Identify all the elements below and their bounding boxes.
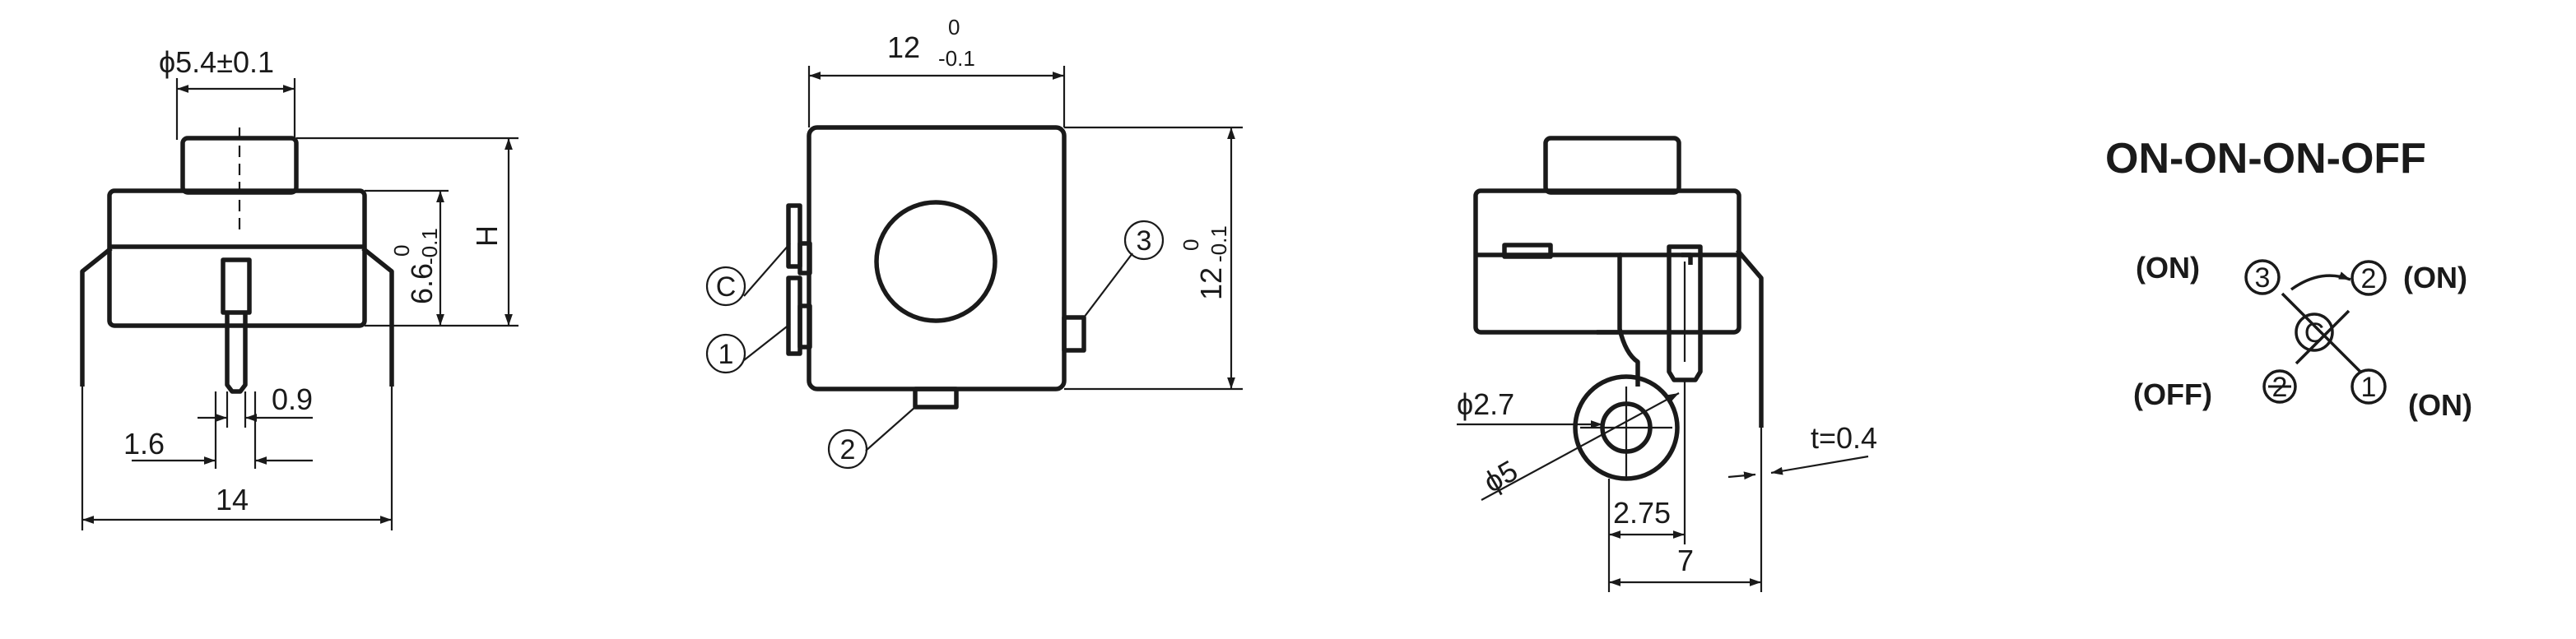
schematic-pin-off: 2	[2262, 369, 2297, 404]
pin-width-label: 0.9	[272, 382, 313, 416]
pin-c-callout: C	[705, 243, 791, 307]
state-top-right: (ON)	[2403, 261, 2467, 294]
svg-text:2: 2	[2361, 263, 2377, 294]
front-view-dimensions: ϕ5.4±0.1 6.6 0 -0.1 H 0.9	[81, 45, 518, 530]
side-view: ϕ2.7 ϕ5 2.75 7 t=0.4	[1457, 136, 1877, 592]
overall-width-label: 14	[216, 483, 249, 516]
schematic-pin-3: 3	[2244, 259, 2281, 295]
top-view-dimensions: 12 0 -0.1 12 0 -0.1 C 1	[705, 15, 1243, 470]
schematic-title: ON-ON-ON-OFF	[2105, 135, 2426, 183]
thickness-label: t=0.4	[1811, 421, 1877, 455]
svg-text:-0.1: -0.1	[417, 228, 442, 265]
state-bottom-left: (OFF)	[2133, 377, 2212, 411]
pin-1-callout: 1	[705, 323, 791, 374]
ring-diameter-label: ϕ5	[1478, 453, 1523, 499]
switch-schematic: ON-ON-ON-OFF C 3 2 2 1 (ON) (ON) (OFF)	[2105, 135, 2472, 422]
body-height-label: 6.6 0 -0.1	[389, 228, 442, 304]
svg-text:0: 0	[389, 245, 414, 257]
pin-3-callout: 3	[1083, 220, 1165, 318]
svg-text:12: 12	[887, 30, 920, 64]
side-width-label: 7	[1677, 544, 1694, 577]
state-top-left: (ON)	[2136, 251, 2200, 285]
svg-text:C: C	[716, 271, 737, 303]
offset-label: 2.75	[1613, 496, 1671, 530]
knob-diameter-label: ϕ5.4±0.1	[159, 45, 274, 79]
state-bottom-right: (ON)	[2408, 388, 2472, 422]
svg-text:6.6: 6.6	[405, 263, 439, 304]
side-view-dimensions: ϕ2.7 ϕ5 2.75 7 t=0.4	[1457, 380, 1877, 592]
svg-text:3: 3	[1137, 225, 1152, 257]
svg-text:C: C	[2304, 317, 2325, 349]
top-view: 12 0 -0.1 12 0 -0.1 C 1	[705, 15, 1243, 470]
schematic-common-terminal: C	[2295, 313, 2334, 352]
svg-text:0: 0	[1179, 239, 1203, 251]
svg-text:12: 12	[1194, 267, 1228, 300]
front-view-body	[80, 127, 394, 394]
pin-pitch-label: 1.6	[123, 427, 165, 461]
svg-text:3: 3	[2255, 262, 2271, 294]
svg-text:-0.1: -0.1	[938, 46, 975, 71]
top-view-body	[786, 125, 1086, 410]
svg-text:1: 1	[2361, 372, 2377, 403]
svg-text:-0.1: -0.1	[1207, 225, 1231, 262]
svg-text:2: 2	[840, 434, 856, 465]
side-view-body	[1473, 136, 1764, 481]
svg-text:1: 1	[718, 339, 734, 370]
total-height-label: H	[470, 225, 504, 247]
pin-2-callout: 2	[827, 406, 916, 470]
svg-text:0: 0	[948, 15, 960, 39]
hole-diameter-label: ϕ2.7	[1457, 387, 1514, 421]
front-view: ϕ5.4±0.1 6.6 0 -0.1 H 0.9	[80, 45, 518, 530]
schematic-pin-1: 1	[2350, 368, 2387, 405]
top-width-label: 12 0 -0.1	[887, 15, 975, 71]
top-height-label: 12 0 -0.1	[1179, 225, 1231, 300]
schematic-pin-2: 2	[2350, 260, 2387, 296]
